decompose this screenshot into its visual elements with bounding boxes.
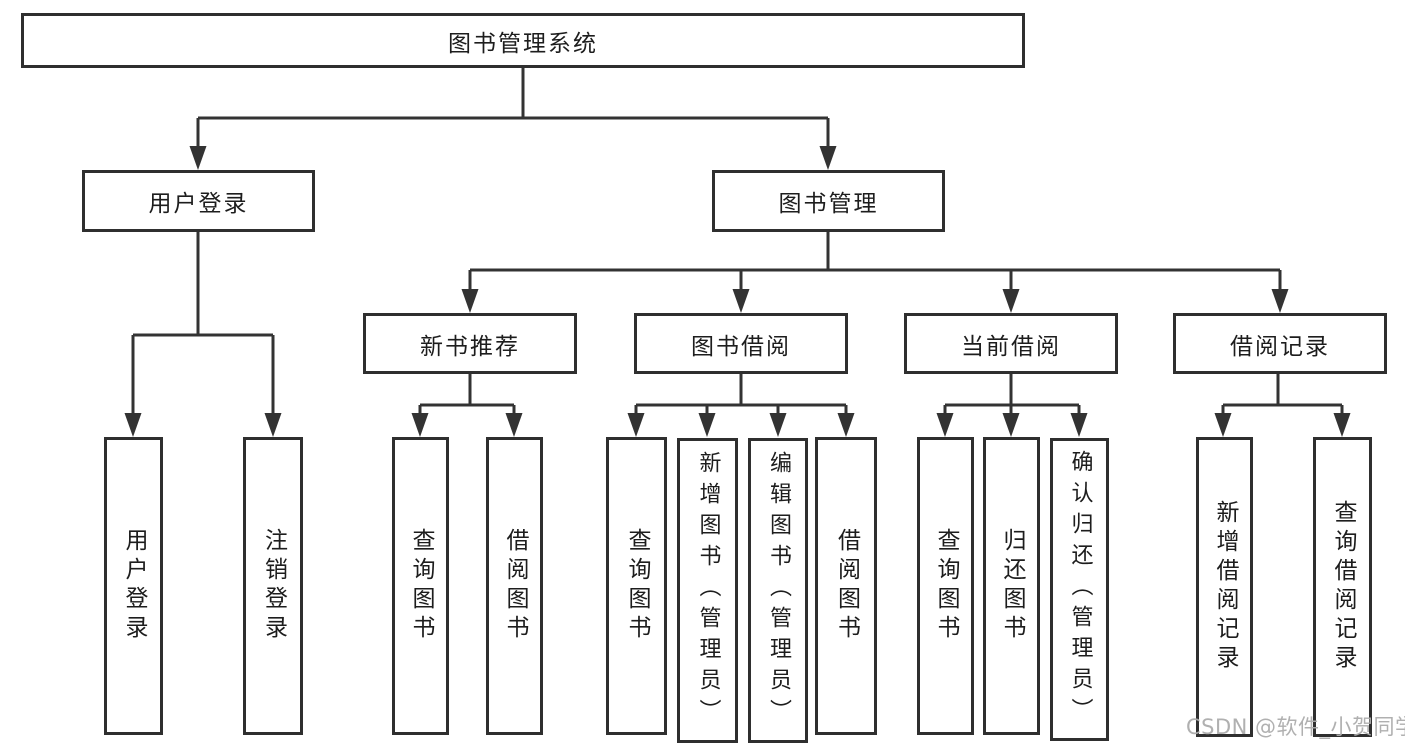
leaf-user-login-label: 用户登录 bbox=[121, 528, 147, 644]
node-current-borrowing-label: 当前借阅 bbox=[961, 333, 1061, 360]
connector-newbook-to-leaves bbox=[418, 374, 516, 419]
arrowheads bbox=[124, 146, 1351, 437]
node-book-management-label: 图书管理 bbox=[778, 191, 879, 217]
leaf-current-query-books: 查询图书 bbox=[917, 437, 974, 735]
leaf-records-add-record-label: 新增借阅记录 bbox=[1212, 500, 1238, 674]
node-root: 图书管理系统 bbox=[21, 13, 1025, 68]
connector-userlogin-to-leaves bbox=[131, 232, 275, 419]
connector-root-to-level2 bbox=[196, 68, 830, 150]
leaf-borrowing-borrow-books: 借阅图书 bbox=[815, 437, 877, 735]
node-user-login-label: 用户登录 bbox=[148, 191, 249, 217]
leaf-current-query-books-label: 查询图书 bbox=[933, 528, 959, 644]
leaf-current-return-books: 归还图书 bbox=[983, 437, 1040, 735]
connector-currentborrow-to-leaves bbox=[943, 374, 1081, 419]
leaf-borrowing-edit-books-admin: 编辑图书（管理员） bbox=[748, 438, 808, 743]
connector-records-to-leaves bbox=[1221, 374, 1344, 419]
connector-bookmgmt-to-level3 bbox=[468, 232, 1282, 291]
node-new-book-recommend-label: 新书推荐 bbox=[420, 333, 520, 360]
leaf-borrowing-edit-books-admin-label: 编辑图书（管理员） bbox=[766, 451, 791, 730]
node-borrowing-records-label: 借阅记录 bbox=[1230, 333, 1330, 360]
node-root-label: 图书管理系统 bbox=[448, 30, 598, 57]
connector-bookborrow-to-leaves bbox=[634, 374, 848, 419]
leaf-borrowing-add-books-admin: 新增图书（管理员） bbox=[677, 438, 738, 743]
node-new-book-recommend: 新书推荐 bbox=[363, 313, 577, 374]
leaf-current-confirm-return-admin-label: 确认归还（管理员） bbox=[1067, 450, 1093, 729]
node-borrowing-records: 借阅记录 bbox=[1173, 313, 1387, 374]
leaf-records-add-record: 新增借阅记录 bbox=[1196, 437, 1253, 737]
leaf-current-return-books-label: 归还图书 bbox=[999, 528, 1025, 644]
node-user-login: 用户登录 bbox=[82, 170, 315, 232]
csdn-watermark: CSDN @软件_小贺同学 bbox=[1186, 715, 1405, 739]
leaf-borrowing-query-books-label: 查询图书 bbox=[624, 528, 650, 644]
leaf-logout: 注销登录 bbox=[243, 437, 303, 735]
leaf-recommend-query-books: 查询图书 bbox=[392, 437, 449, 735]
node-book-borrowing: 图书借阅 bbox=[634, 313, 848, 374]
node-current-borrowing: 当前借阅 bbox=[904, 313, 1118, 374]
leaf-recommend-borrow-books: 借阅图书 bbox=[486, 437, 543, 735]
leaf-current-confirm-return-admin: 确认归还（管理员） bbox=[1050, 438, 1109, 741]
leaf-recommend-borrow-books-label: 借阅图书 bbox=[502, 528, 528, 644]
leaf-records-query-record-label: 查询借阅记录 bbox=[1330, 500, 1356, 674]
node-book-management: 图书管理 bbox=[712, 170, 945, 232]
leaf-recommend-query-books-label: 查询图书 bbox=[408, 528, 434, 644]
leaf-borrowing-query-books: 查询图书 bbox=[606, 437, 667, 735]
leaf-borrowing-add-books-admin-label: 新增图书（管理员） bbox=[695, 451, 721, 730]
leaf-records-query-record: 查询借阅记录 bbox=[1313, 437, 1372, 737]
leaf-borrowing-borrow-books-label: 借阅图书 bbox=[833, 528, 860, 644]
leaf-user-login: 用户登录 bbox=[104, 437, 163, 735]
node-book-borrowing-label: 图书借阅 bbox=[691, 333, 791, 360]
leaf-logout-label: 注销登录 bbox=[260, 528, 287, 644]
